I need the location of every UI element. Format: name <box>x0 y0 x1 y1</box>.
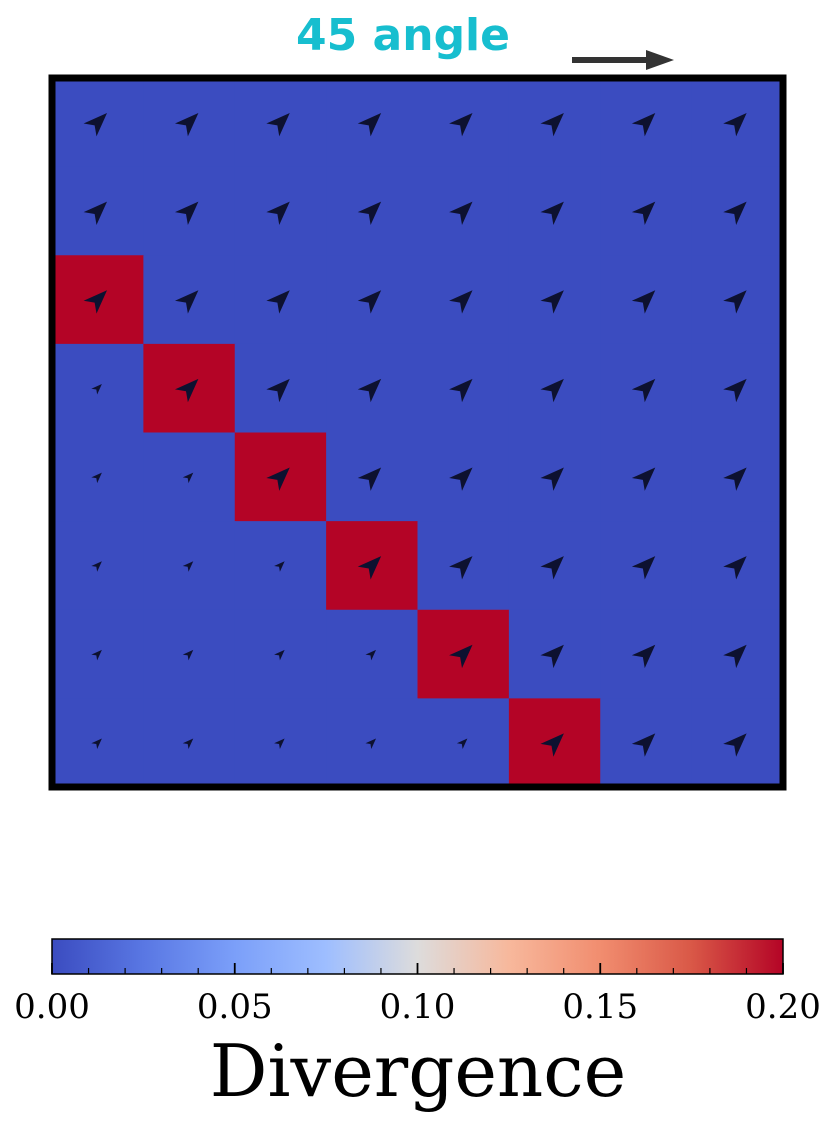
vector-arrow <box>357 378 382 403</box>
vector-arrow <box>449 644 473 669</box>
vector-arrow <box>723 467 747 491</box>
vector-arrow <box>174 290 199 314</box>
vector-arrow <box>182 472 194 484</box>
vector-arrow <box>357 201 382 226</box>
vector-arrow <box>83 112 108 137</box>
vector-arrow <box>182 738 194 750</box>
vector-arrow <box>631 467 656 491</box>
vector-arrow <box>274 649 285 661</box>
vector-arrow <box>723 556 747 580</box>
vector-arrow <box>449 112 473 137</box>
vector-arrow <box>540 290 564 314</box>
vector-arrow <box>723 112 747 137</box>
vector-arrow <box>631 201 656 226</box>
vector-arrow <box>449 378 473 403</box>
vector-arrow <box>357 556 382 580</box>
vector-arrow <box>174 112 199 137</box>
vector-arrow <box>357 467 382 491</box>
colorbar-tick-label: 0.20 <box>745 987 821 1027</box>
vector-arrow <box>540 556 564 580</box>
colorbar-tick-label: 0.00 <box>14 987 90 1027</box>
vector-arrow <box>91 738 102 750</box>
vector-arrows <box>83 112 747 757</box>
vector-arrow <box>631 378 656 403</box>
vector-arrow <box>540 467 564 491</box>
vector-arrow <box>182 649 194 661</box>
vector-arrow <box>449 467 473 491</box>
vector-arrow <box>365 738 377 750</box>
vector-arrow <box>365 649 377 661</box>
vector-arrow <box>174 378 199 403</box>
colorbar-tick-label: 0.05 <box>197 987 273 1027</box>
vector-arrow <box>357 290 382 314</box>
colorbar-ticks <box>51 963 784 974</box>
heatmap-plot <box>48 74 787 791</box>
vector-arrow <box>266 467 290 491</box>
plot-frame <box>48 74 787 791</box>
vector-arrow <box>274 561 285 572</box>
vector-arrow <box>91 383 102 395</box>
vector-arrow <box>449 556 473 580</box>
vector-arrow <box>723 733 747 757</box>
vector-arrow <box>540 201 564 226</box>
vector-arrow <box>83 201 108 226</box>
vector-arrow <box>449 290 473 314</box>
vector-arrow <box>266 201 290 226</box>
vector-arrow <box>540 733 564 757</box>
vector-arrow <box>723 201 747 226</box>
vector-arrow <box>91 649 102 661</box>
vector-arrow <box>91 472 102 484</box>
vector-arrow <box>723 644 747 669</box>
vector-arrow <box>274 738 285 750</box>
vector-arrow <box>540 112 564 137</box>
vector-arrow <box>456 738 468 750</box>
vector-arrow <box>631 733 656 757</box>
vector-arrow <box>83 290 108 314</box>
vector-arrow <box>723 290 747 314</box>
reference-arrow-icon <box>572 50 674 70</box>
vector-arrow <box>266 112 290 137</box>
vector-arrow <box>631 290 656 314</box>
vector-arrow <box>631 644 656 669</box>
vector-arrow <box>449 201 473 226</box>
vector-arrow <box>631 556 656 580</box>
colorbar-label: Divergence <box>210 1029 626 1113</box>
vector-arrow <box>182 561 194 572</box>
vector-arrow <box>357 112 382 137</box>
colorbar-tick-labels: 0.00 0.05 0.10 0.15 0.20 <box>14 987 821 1027</box>
chart-title: 45 angle <box>296 10 510 61</box>
colorbar-tick-label: 0.15 <box>562 987 638 1027</box>
vector-arrow <box>723 378 747 403</box>
vector-arrow <box>540 644 564 669</box>
vector-arrow <box>266 378 290 403</box>
vector-arrow <box>174 201 199 226</box>
vector-arrow <box>631 112 656 137</box>
colorbar-tick-label: 0.10 <box>380 987 456 1027</box>
vector-arrow <box>91 561 102 572</box>
vector-arrow <box>540 378 564 403</box>
vector-arrow <box>266 290 290 314</box>
